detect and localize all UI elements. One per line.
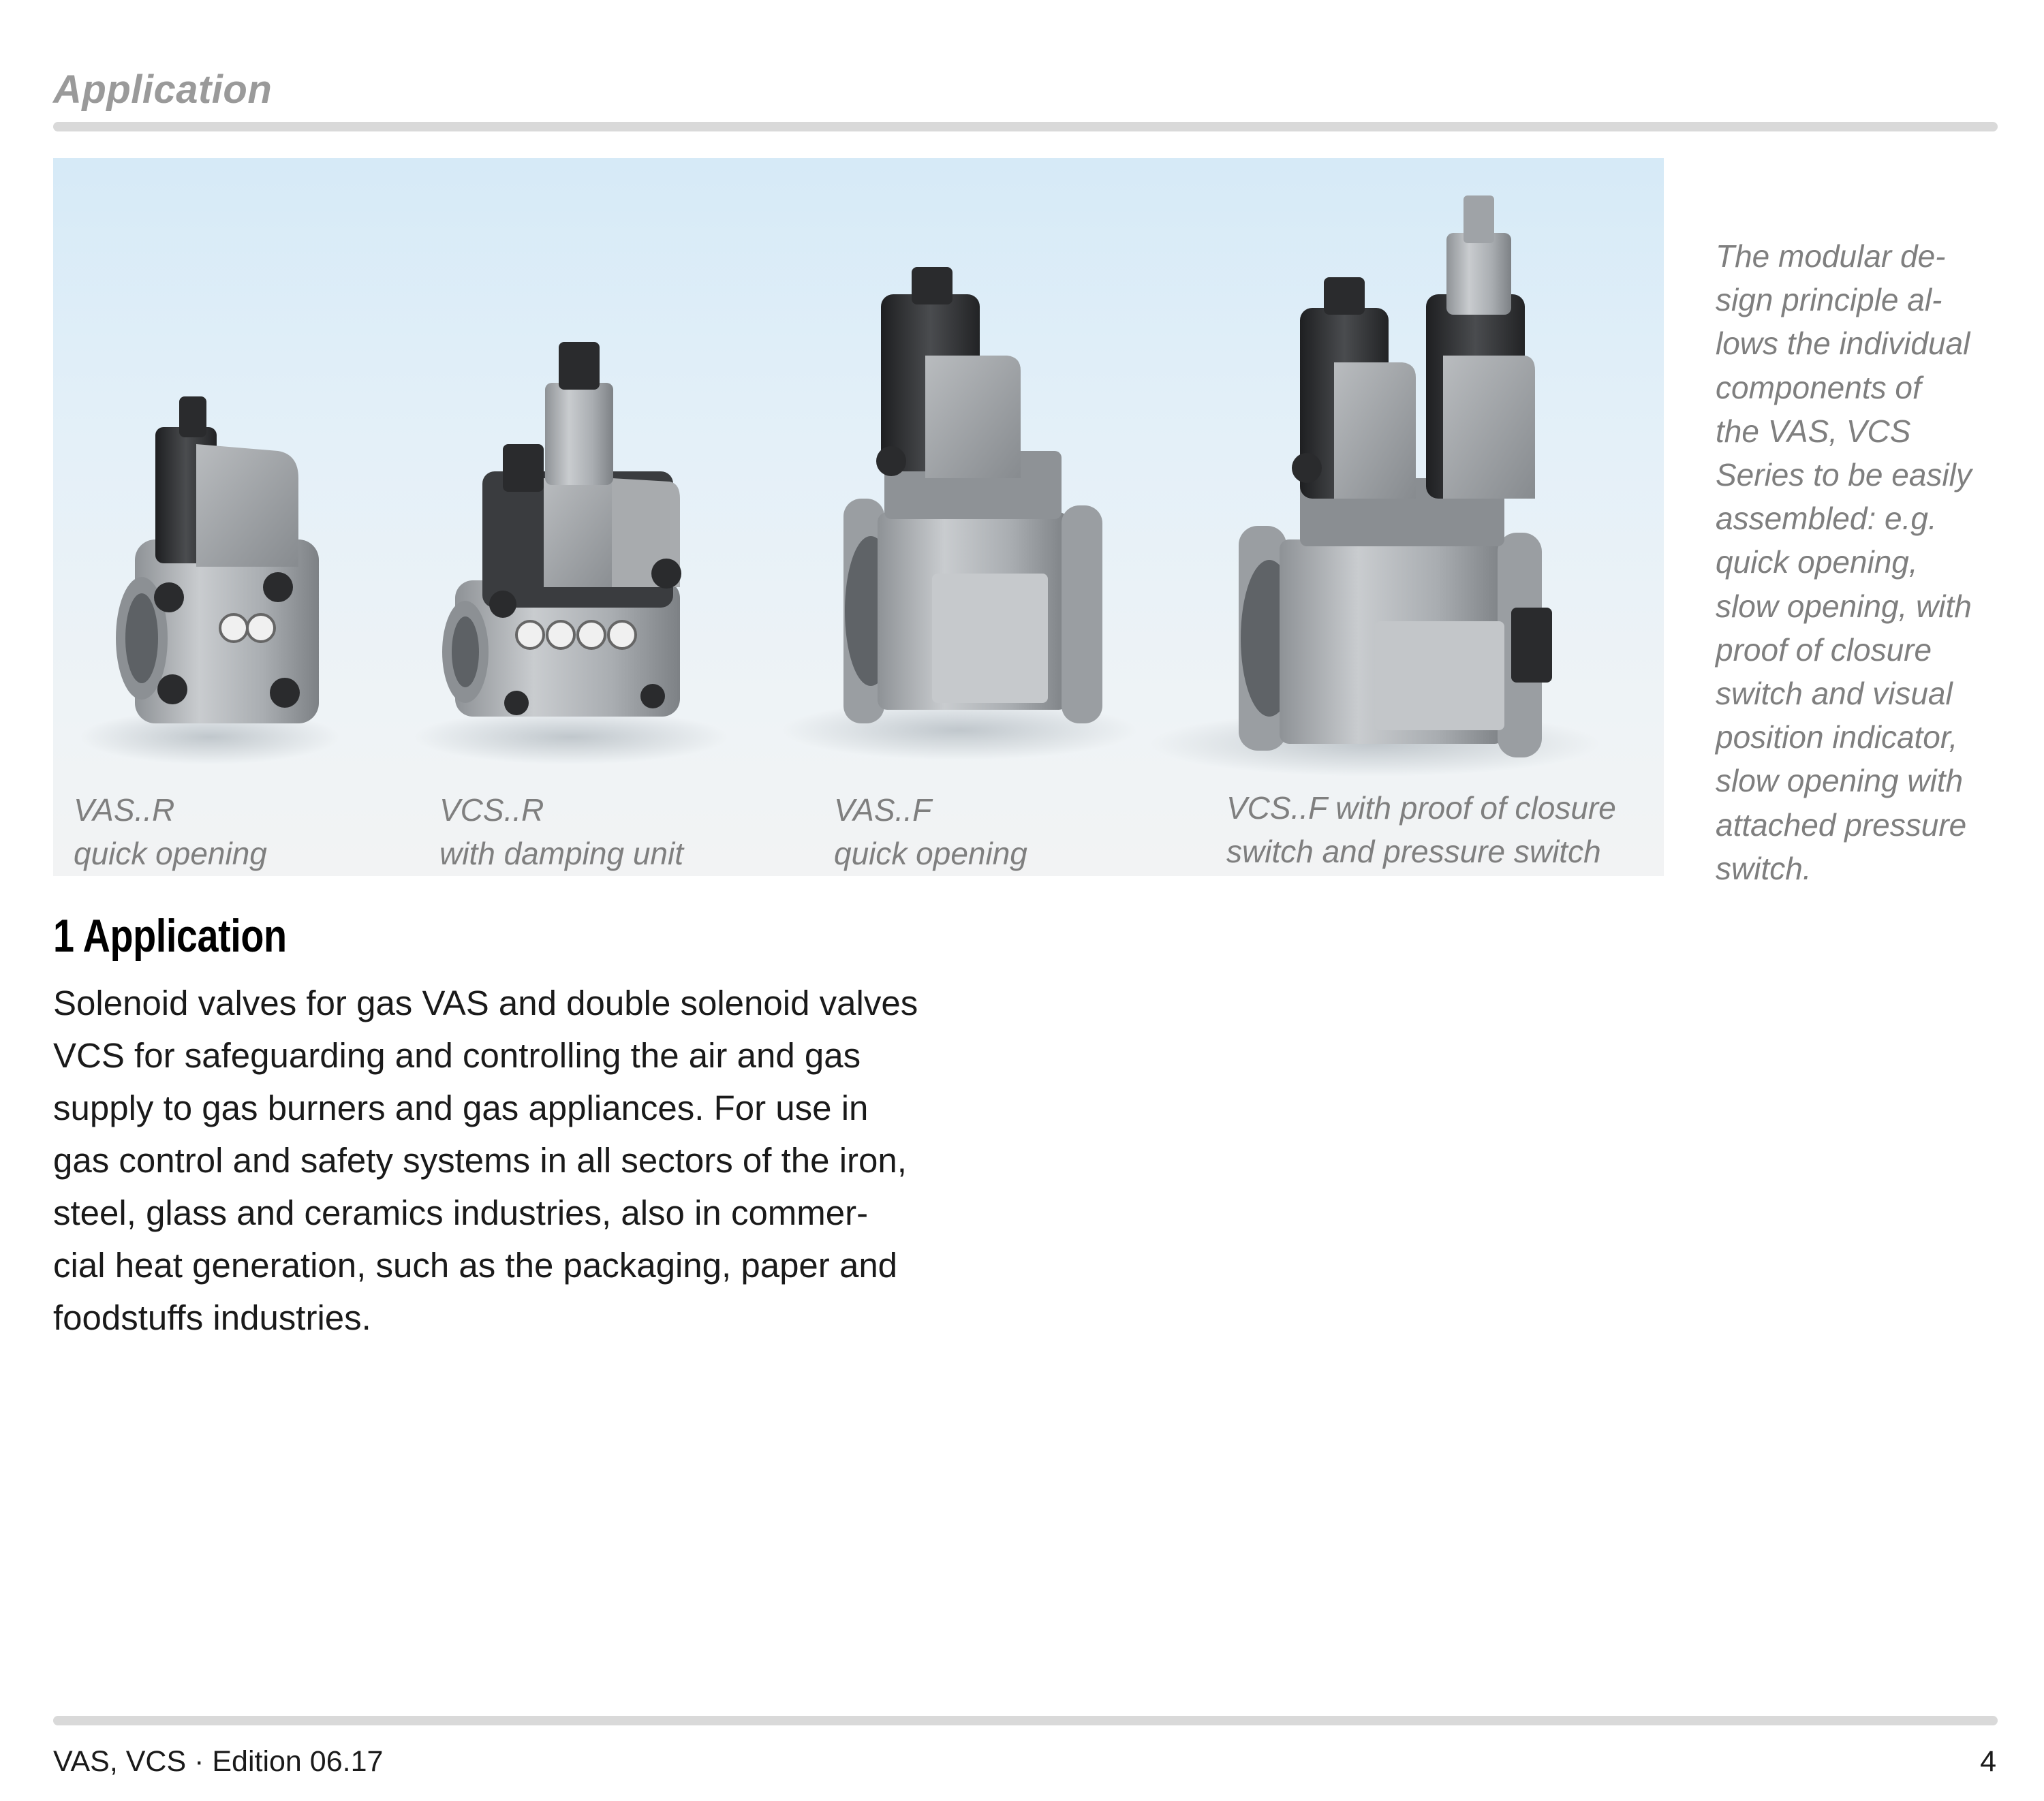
section-heading: 1 Application [53,910,287,962]
body-line: cial heat generation, such as the packag… [53,1246,898,1285]
body-line: Solenoid valves for gas VAS and double s… [53,984,918,1022]
body-line: supply to gas burners and gas appliances… [53,1089,869,1127]
valve-vcs-f-illustration [1150,195,1600,777]
caption-vcs-f-line2: switch and pressure switch [1226,834,1601,869]
side-note-line: Series to be easily [1716,457,1972,493]
side-note-line: attached pressure [1716,806,1967,843]
caption-vcs-f-line1: VCS..F with proof of closure [1226,790,1616,826]
side-note-line: switch. [1716,850,1812,886]
valve-vas-r-illustration [80,396,339,764]
caption-vas-f: VAS..F quick opening [834,788,1027,875]
caption-vas-f-line1: VAS..F [834,792,932,828]
body-line: gas control and safety systems in all se… [53,1141,907,1180]
body-line: foodstuffs industries. [53,1298,371,1337]
caption-vas-r-line2: quick opening [74,836,267,871]
side-note-line: assembled: e.g. [1716,501,1937,537]
side-note: The modular de- sign principle al- lows … [1716,234,2015,890]
side-note-line: the VAS, VCS [1716,413,1911,449]
side-note-line: position indicator, [1716,719,1958,755]
caption-vcs-r-line2: with damping unit [439,836,683,871]
caption-vas-r-line1: VAS..R [74,792,175,828]
page-number: 4 [1980,1745,1996,1778]
header-rule [53,122,1998,131]
product-figure: VAS..R quick opening VCS..R with damping… [53,158,1664,876]
side-note-line: quick opening, [1716,544,1918,580]
caption-vas-f-line2: quick opening [834,836,1027,871]
footer-rule [53,1716,1998,1725]
footer-edition: VAS, VCS · Edition 06.17 [53,1745,384,1778]
caption-vcs-f: VCS..F with proof of closure switch and … [1226,786,1616,873]
valve-illustrations [80,195,1600,777]
section-body: Solenoid valves for gas VAS and double s… [53,977,918,1344]
side-note-line: sign principle al- [1716,282,1942,318]
side-note-line: slow opening, with [1716,588,1972,624]
caption-vas-r: VAS..R quick opening [74,788,267,875]
running-head-title: Application [53,67,273,112]
caption-vcs-r: VCS..R with damping unit [439,788,683,875]
body-line: steel, glass and ceramics industries, al… [53,1193,869,1232]
side-note-line: The modular de- [1716,238,1946,274]
valve-vas-f-illustration [782,267,1136,760]
side-note-line: lows the individual [1716,326,1970,362]
body-line: VCS for safeguarding and controlling the… [53,1036,861,1075]
valve-vcs-r-illustration [414,342,728,764]
caption-vcs-r-line1: VCS..R [439,792,544,828]
side-note-line: proof of closure [1716,631,1932,668]
side-note-line: switch and visual [1716,676,1953,712]
side-note-line: slow opening with [1716,763,1964,799]
side-note-line: components of [1716,369,1921,405]
